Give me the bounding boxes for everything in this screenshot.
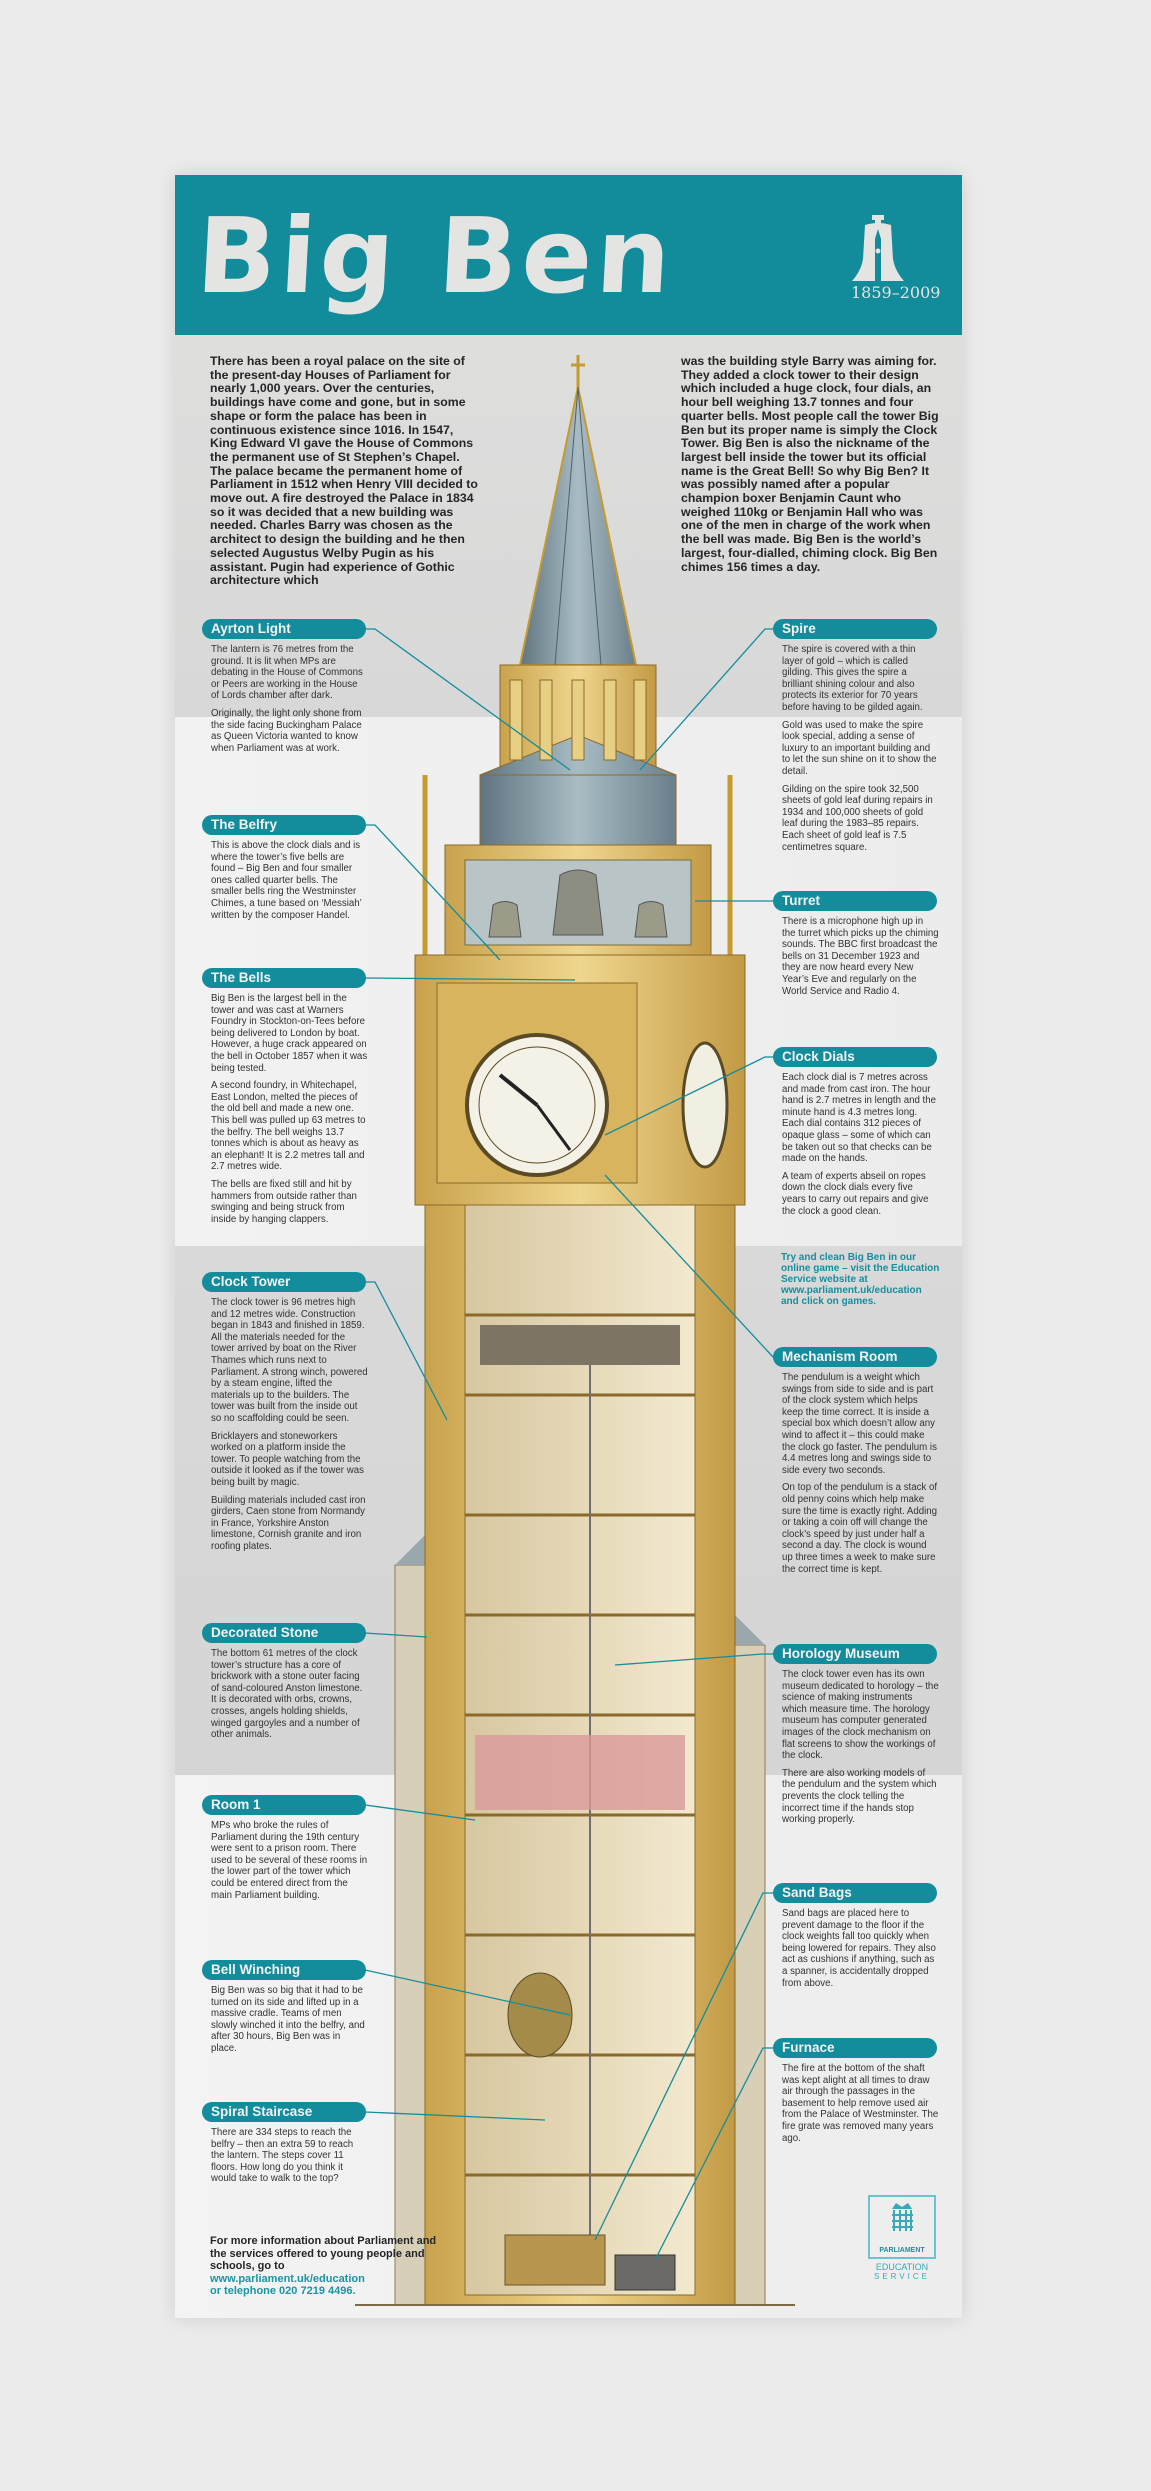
callout-furnace: Furnace The fire at the bottom of the sh… xyxy=(773,2038,943,2150)
callout-text: There are 334 steps to reach the belfry … xyxy=(211,2127,354,2185)
parliament-education-logo: PARLIAMENT EDUCATION SERVICE xyxy=(863,2195,941,2281)
callout-text: The fire at the bottom of the shaft was … xyxy=(782,2063,939,2144)
clock-stage xyxy=(414,954,746,1206)
callout-title: Spire xyxy=(773,619,937,639)
callout-clock-dials: Clock Dials Each clock dial is 7 metres … xyxy=(773,1047,943,1223)
callout-text: Gold was used to make the spire look spe… xyxy=(782,719,937,777)
callout-title: Decorated Stone xyxy=(202,1623,366,1643)
callout-room-1: Room 1 MPs who broke the rules of Parlia… xyxy=(202,1795,372,1907)
logo-parliament: PARLIAMENT xyxy=(879,2247,925,2254)
intro-text-right: was the building style Barry was aiming … xyxy=(681,354,939,574)
callout-bell-winching: Bell Winching Big Ben was so big that it… xyxy=(202,1960,372,2061)
callout-text: Sand bags are placed here to prevent dam… xyxy=(782,1908,936,1989)
callout-title: Ayrton Light xyxy=(202,619,366,639)
callout-text: On top of the pendulum is a stack of old… xyxy=(782,1482,938,1575)
callout-spiral-staircase: Spiral Staircase There are 334 steps to … xyxy=(202,2102,372,2191)
bell-in-cradle xyxy=(507,1972,573,2058)
leader-line-furnace xyxy=(654,2047,773,2261)
bell-logo-icon xyxy=(852,215,904,281)
callout-text: The clock tower even has its own museum … xyxy=(782,1669,939,1762)
telephone-number: or telephone 020 7219 4496. xyxy=(210,2285,356,2297)
belfry xyxy=(422,775,733,965)
callout-spire: Spire The spire is covered with a thin l… xyxy=(773,619,943,859)
logo-education: EDUCATION xyxy=(875,2262,929,2272)
callout-text: Gilding on the spire took 32,500 sheets … xyxy=(782,783,933,853)
leader-line-staircase xyxy=(364,2111,546,2121)
callout-title: The Belfry xyxy=(202,815,366,835)
education-website-link[interactable]: www.parliament.uk/education xyxy=(210,2272,365,2285)
callout-title: Room 1 xyxy=(202,1795,366,1815)
leader-line-dials xyxy=(604,1056,773,1136)
leader-line-horology xyxy=(614,1653,773,1666)
callout-ayrton-light: Ayrton Light The lantern is 76 metres fr… xyxy=(202,619,372,760)
callout-sand-bags: Sand Bags Sand bags are placed here to p… xyxy=(773,1883,943,1995)
leader-line-stone xyxy=(364,1632,428,1638)
callout-text: Big Ben was so big that it had to be tur… xyxy=(211,1985,365,2054)
leader-line-room1 xyxy=(364,1804,476,1821)
callout-text: Each clock dial is 7 metres across and m… xyxy=(782,1072,937,1165)
sand-bags xyxy=(504,2234,606,2286)
leader-lines xyxy=(364,628,774,2261)
callout-title: The Bells xyxy=(202,968,366,988)
furnace xyxy=(614,2254,676,2291)
footer-info: For more information about Parliament an… xyxy=(210,2235,440,2298)
callout-turret: Turret There is a microphone high up in … xyxy=(773,891,943,1003)
leader-line-ayrton xyxy=(365,628,571,771)
callout-text: Building materials included cast iron gi… xyxy=(211,1494,366,1552)
intro-text-left: There has been a royal palace on the sit… xyxy=(210,354,478,588)
callout-text: The lantern is 76 metres from the ground… xyxy=(211,644,363,702)
callout-text: The spire is covered with a thin layer o… xyxy=(782,644,923,713)
callout-text: A second foundry, in Whitechapel, East L… xyxy=(211,1080,366,1173)
clock-tower-illustration xyxy=(355,355,795,2306)
callout-text: The pendulum is a weight which swings fr… xyxy=(782,1372,937,1476)
poster: Big Ben 1859–2009 There has been a royal… xyxy=(175,175,962,2318)
callout-text: Originally, the light only shone from th… xyxy=(211,707,362,754)
anniversary-dates: 1859–2009 xyxy=(851,283,941,302)
callout-text: MPs who broke the rules of Parliament du… xyxy=(211,1820,368,1901)
leader-line-bells xyxy=(364,977,576,981)
callout-text: Bricklayers and stoneworkers worked on a… xyxy=(211,1430,364,1488)
callout-title: Clock Tower xyxy=(202,1272,366,1292)
callout-text: There is a microphone high up in the tur… xyxy=(782,916,939,997)
leader-line-belfry xyxy=(365,824,501,961)
callout-text: The bells are fixed still and hit by ham… xyxy=(211,1178,357,1225)
online-game-promo: Try and clean Big Ben in our online game… xyxy=(781,1252,940,1307)
callout-title: Clock Dials xyxy=(773,1047,937,1067)
logo-service: SERVICE xyxy=(874,2272,930,2281)
footer-text: For more information about Parliament an… xyxy=(210,2235,437,2272)
callout-text: This is above the clock dials and is whe… xyxy=(211,840,362,921)
callout-text: Big Ben is the largest bell in the tower… xyxy=(211,993,368,1074)
leader-line-spire xyxy=(639,628,773,771)
ayrton-lantern xyxy=(479,664,677,846)
leader-line-mechanism xyxy=(604,1174,774,1358)
callout-title: Spiral Staircase xyxy=(202,2102,366,2122)
callout-title: Bell Winching xyxy=(202,1960,366,1980)
callout-title: Turret xyxy=(773,891,937,911)
clock-mechanism xyxy=(480,1325,680,1365)
tower-shaft xyxy=(355,1204,795,2306)
leader-line-clocktower xyxy=(365,1281,448,1421)
callout-mechanism-room: Mechanism Room The pendulum is a weight … xyxy=(773,1347,943,1581)
callout-title: Furnace xyxy=(773,2038,937,2058)
callout-clock-tower: Clock Tower The clock tower is 96 metres… xyxy=(202,1272,372,1558)
callout-horology-museum: Horology Museum The clock tower even has… xyxy=(773,1644,943,1832)
callout-decorated-stone: Decorated Stone The bottom 61 metres of … xyxy=(202,1623,372,1747)
callout-title: Sand Bags xyxy=(773,1883,937,1903)
header-banner: Big Ben 1859–2009 xyxy=(175,175,962,335)
leader-line-sandbags xyxy=(594,1892,773,2241)
callout-text: There are also working models of the pen… xyxy=(782,1767,937,1826)
leader-line-winching xyxy=(364,1969,571,2016)
callout-text: A team of experts abseil on ropes down t… xyxy=(782,1170,929,1217)
spire xyxy=(518,355,638,666)
callout-bells: The Bells Big Ben is the largest bell in… xyxy=(202,968,372,1231)
callout-text: The clock tower is 96 metres high and 12… xyxy=(211,1297,368,1424)
callout-title: Horology Museum xyxy=(773,1644,937,1664)
portcullis-icon xyxy=(892,2203,913,2231)
callout-belfry: The Belfry This is above the clock dials… xyxy=(202,815,372,927)
callout-text: The bottom 61 metres of the clock tower’… xyxy=(211,1648,363,1741)
prison-room xyxy=(475,1735,685,1810)
callout-title: Mechanism Room xyxy=(773,1347,937,1367)
